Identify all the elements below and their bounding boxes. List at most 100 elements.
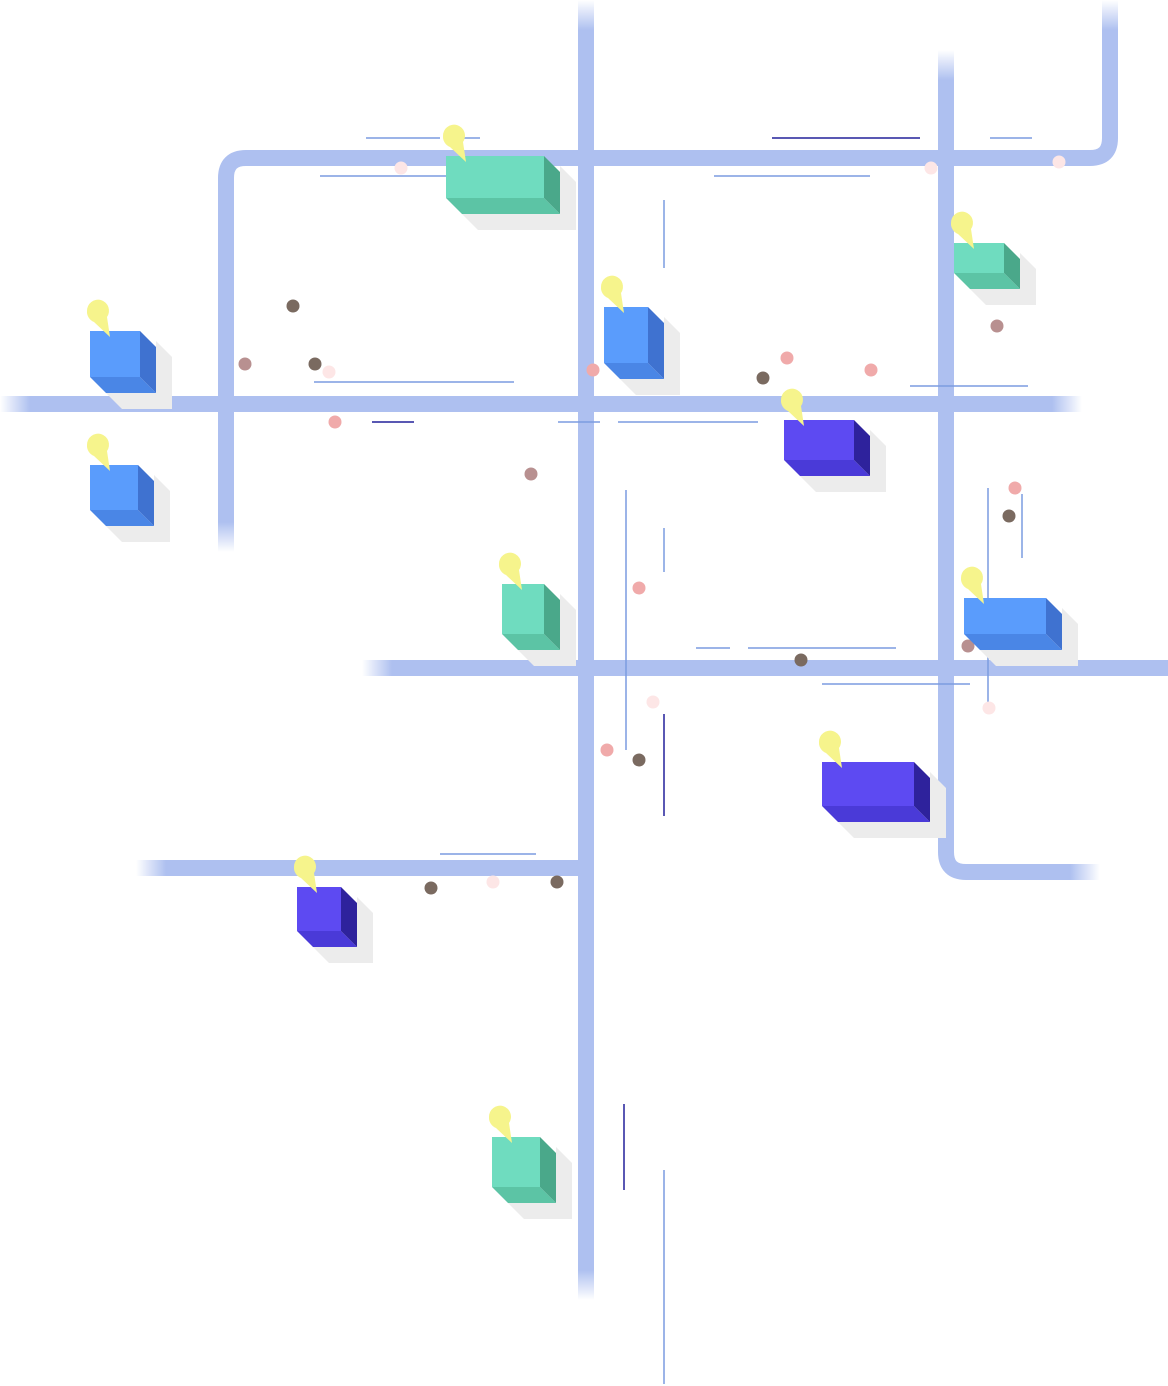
building-icon [780,388,886,492]
building-side-face [544,584,560,650]
map-dot [238,357,252,371]
building-front-face [954,243,1004,273]
map-dot [924,161,938,175]
map-dots [238,155,1066,895]
road-fade [1052,394,1082,414]
building-shadow [620,317,680,395]
building-icon [498,552,576,666]
building-shadow [800,430,886,492]
location-pin-icon [498,552,522,590]
building-front-face [502,584,544,634]
building-bottom-face [822,806,930,822]
location-pin-icon [86,299,110,337]
building-side-face [341,887,357,947]
road-fade [576,0,596,30]
building-front-face [784,420,854,460]
building-side-face [1004,243,1020,289]
building-bottom-face [784,460,870,476]
building-bottom-face [90,510,154,526]
building-bottom-face [954,273,1020,289]
building-bottom-face [446,198,560,214]
location-pin-icon [293,855,317,893]
road-fade [576,1270,596,1300]
street-lines [314,137,1032,1384]
building-side-face [854,420,870,476]
roads [0,0,1168,1300]
building-front-face [90,331,140,377]
building-front-face [297,887,341,931]
building-front-face [446,156,544,198]
building-side-face [540,1137,556,1203]
map-dot [394,161,408,175]
building-side-face [1046,598,1062,650]
map-dot [322,365,336,379]
map-dot [780,351,794,365]
map-dot [646,695,660,709]
building-icon [960,566,1078,666]
map-dot [1052,155,1066,169]
location-pin-icon [818,730,842,768]
building-front-face [604,307,648,363]
map-dot [1008,481,1022,495]
road-fade [0,394,30,414]
location-pin-icon [600,275,624,313]
map-dot [286,299,300,313]
road-fade [216,522,236,552]
map-dot [424,881,438,895]
map-dot [600,743,614,757]
map-dot [1002,509,1016,523]
building-shadow [313,897,373,963]
map-dot [864,363,878,377]
road-fade [136,858,166,878]
map-dot [990,319,1004,333]
building-side-face [138,465,154,526]
road-fade [362,658,392,678]
road-fade [1100,0,1120,30]
map-dot [550,875,564,889]
building-bottom-face [90,377,156,393]
map-dot [486,875,500,889]
map-dot [586,363,600,377]
map-dot [524,467,538,481]
location-pin-icon [960,566,984,604]
building-side-face [914,762,930,822]
road [938,50,1100,880]
location-pin-icon [86,433,110,471]
building-front-face [964,598,1046,634]
building-bottom-face [502,634,560,650]
building-icon [442,124,576,230]
map-dot [794,653,808,667]
location-pin-icon [780,388,804,426]
road [218,0,1118,552]
map-dot [632,581,646,595]
building-side-face [648,307,664,379]
building-bottom-face [964,634,1062,650]
building-side-face [140,331,156,393]
building-icon [950,211,1036,305]
building-icon [86,299,172,409]
building-icon [488,1105,572,1219]
road-fade [1070,862,1100,882]
building-bottom-face [297,931,357,947]
buildings [86,124,1078,1219]
building-icon [600,275,680,395]
building-front-face [822,762,914,806]
building-shadow [970,253,1036,305]
map-dot [632,753,646,767]
building-shadow [838,772,946,838]
building-front-face [90,465,138,510]
map-dot [308,357,322,371]
building-shadow [106,341,172,409]
location-pin-icon [442,124,466,162]
map-dot [328,415,342,429]
building-icon [86,433,170,542]
building-side-face [544,156,560,214]
building-front-face [492,1137,540,1187]
building-bottom-face [492,1187,556,1203]
building-shadow [980,608,1078,666]
map-dot [756,371,770,385]
map-dot [961,639,975,653]
road-fade [936,50,956,80]
building-icon [293,855,373,963]
